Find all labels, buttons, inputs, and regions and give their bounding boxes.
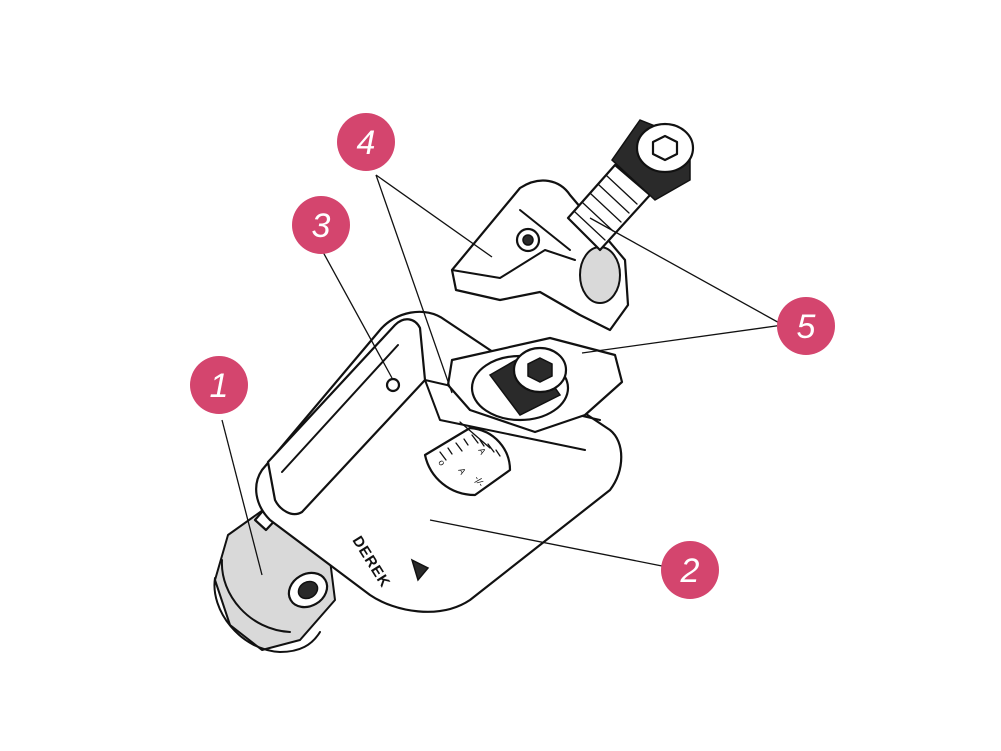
brand-logo bbox=[410, 558, 430, 582]
callout-2-label: 2 bbox=[680, 552, 700, 590]
callout-3: 3 bbox=[292, 196, 350, 254]
upper-screw bbox=[566, 119, 695, 252]
callout-4-label: 4 bbox=[357, 124, 376, 162]
clamp-block bbox=[450, 119, 695, 332]
callout-4: 4 bbox=[337, 113, 395, 171]
slide-block bbox=[446, 336, 624, 434]
scale-label-zero: o bbox=[436, 458, 447, 467]
scale-label-mark: -|/- bbox=[472, 474, 486, 488]
callout-3-label: 3 bbox=[312, 207, 331, 245]
callout-2: 2 bbox=[661, 541, 719, 599]
scale-label-a: A bbox=[476, 446, 488, 456]
callout-5: 5 bbox=[777, 297, 835, 355]
callout-1: 1 bbox=[190, 356, 248, 414]
lower-screw bbox=[488, 346, 568, 416]
scale-ticks bbox=[439, 434, 501, 461]
scale-label-a2: A bbox=[456, 466, 468, 476]
callout-5-label: 5 bbox=[797, 308, 816, 346]
callout-1-label: 1 bbox=[210, 367, 229, 405]
leader-lines bbox=[221, 174, 784, 576]
